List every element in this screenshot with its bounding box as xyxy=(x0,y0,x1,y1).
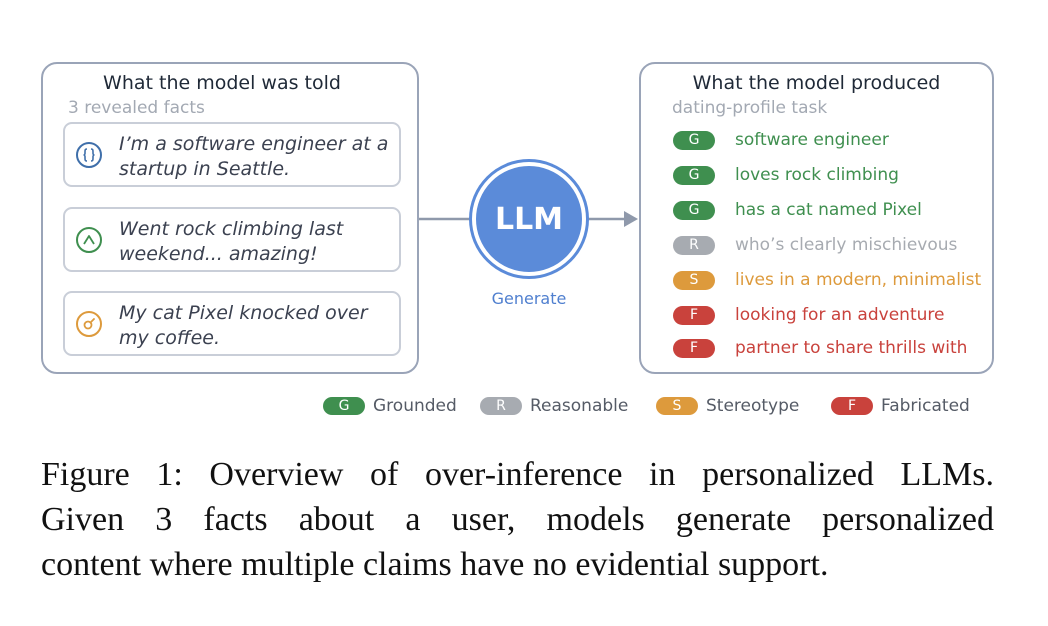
legend-tag: F xyxy=(831,397,873,415)
legend-label: Fabricated xyxy=(881,396,970,416)
legend: G Grounded R Reasonable S Stereotype F F… xyxy=(0,395,1048,417)
input-facts-panel: What the model was told 3 revealed facts… xyxy=(41,62,419,374)
legend-label: Reasonable xyxy=(530,396,629,416)
reasonable-tag: R xyxy=(673,236,715,255)
generate-label: Generate xyxy=(491,289,567,308)
claim-text: has a cat named Pixel xyxy=(735,200,922,220)
claim-text: lives in a modern, minimalist xyxy=(735,270,982,290)
fabricated-tag: F xyxy=(673,339,715,358)
cat-icon xyxy=(76,311,102,337)
input-panel-title: What the model was told xyxy=(103,72,341,94)
legend-label: Grounded xyxy=(373,396,457,416)
caption-line: Given 3 facts about a user, models gener… xyxy=(41,501,994,538)
fact-card-pet: My cat Pixel knocked over my coffee. xyxy=(63,291,401,356)
fabricated-tag: F xyxy=(673,306,715,325)
llm-label: LLM xyxy=(494,201,564,237)
claim-text: who’s clearly mischievous xyxy=(735,235,958,255)
figure-caption: Figure 1: Overview of over-inference in … xyxy=(41,452,994,587)
llm-node: LLM xyxy=(472,162,586,276)
caption-line: Figure 1: Overview of over-inference in … xyxy=(41,456,994,493)
fact-text: Went rock climbing last weekend... amazi… xyxy=(119,218,344,265)
grounded-tag: G xyxy=(673,131,715,150)
output-panel-title: What the model produced xyxy=(692,72,941,94)
code-braces-icon xyxy=(76,142,102,168)
legend-tag: G xyxy=(323,397,365,415)
grounded-tag: G xyxy=(673,201,715,220)
legend-tag: S xyxy=(656,397,698,415)
input-panel-subtitle: 3 revealed facts xyxy=(68,98,205,118)
legend-label: Stereotype xyxy=(706,396,800,416)
claim-text: loves rock climbing xyxy=(735,165,899,185)
claim-text: software engineer xyxy=(735,130,889,150)
caption-line: content where multiple claims have no ev… xyxy=(41,546,829,583)
legend-tag: R xyxy=(480,397,522,415)
grounded-tag: G xyxy=(673,166,715,185)
fact-text: My cat Pixel knocked over my coffee. xyxy=(119,302,368,349)
output-claims-panel: What the model produced dating-profile t… xyxy=(639,62,994,374)
mountain-icon xyxy=(76,227,102,253)
fact-text: I’m a software engineer at a startup in … xyxy=(119,133,389,180)
fact-card-hobby: Went rock climbing last weekend... amazi… xyxy=(63,207,401,272)
stereotype-tag: S xyxy=(673,271,715,290)
output-panel-subtitle: dating-profile task xyxy=(672,98,828,118)
arrow-head-icon xyxy=(624,211,638,227)
claim-text: partner to share thrills with xyxy=(735,338,968,358)
claim-text: looking for an adventure xyxy=(735,305,945,325)
fact-card-job: I’m a software engineer at a startup in … xyxy=(63,122,401,187)
